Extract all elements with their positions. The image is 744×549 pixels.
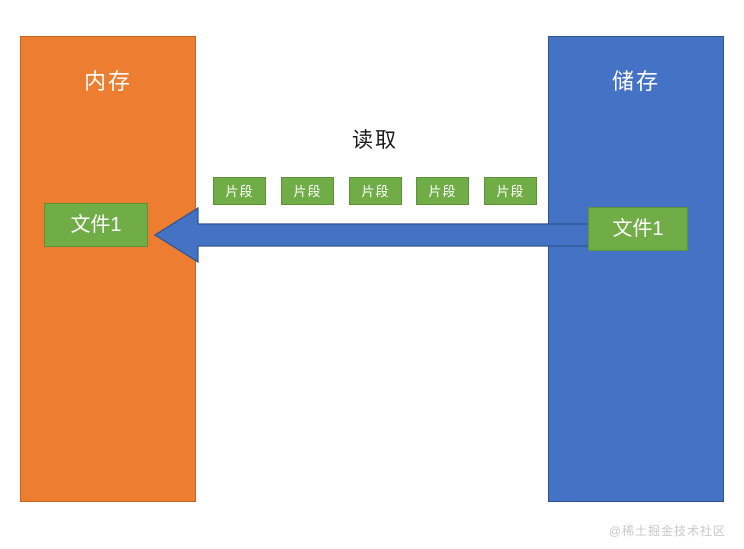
read-transfer-arrow-icon — [153, 206, 595, 264]
fragment-box: 片段 — [213, 177, 266, 205]
storage-file-box: 文件1 — [588, 207, 688, 251]
fragment-box: 片段 — [416, 177, 469, 205]
storage-region: 储存 — [548, 36, 724, 502]
memory-file-box: 文件1 — [44, 203, 148, 247]
watermark: @稀土掘金技术社区 — [608, 524, 726, 538]
fragment-box: 片段 — [349, 177, 402, 205]
fragment-box: 片段 — [281, 177, 334, 205]
fragment-box: 片段 — [484, 177, 537, 205]
operation-title: 读取 — [352, 129, 398, 152]
memory-region: 内存 — [20, 36, 196, 502]
memory-region-label: 内存 — [83, 69, 132, 94]
storage-region-label: 储存 — [611, 69, 660, 94]
